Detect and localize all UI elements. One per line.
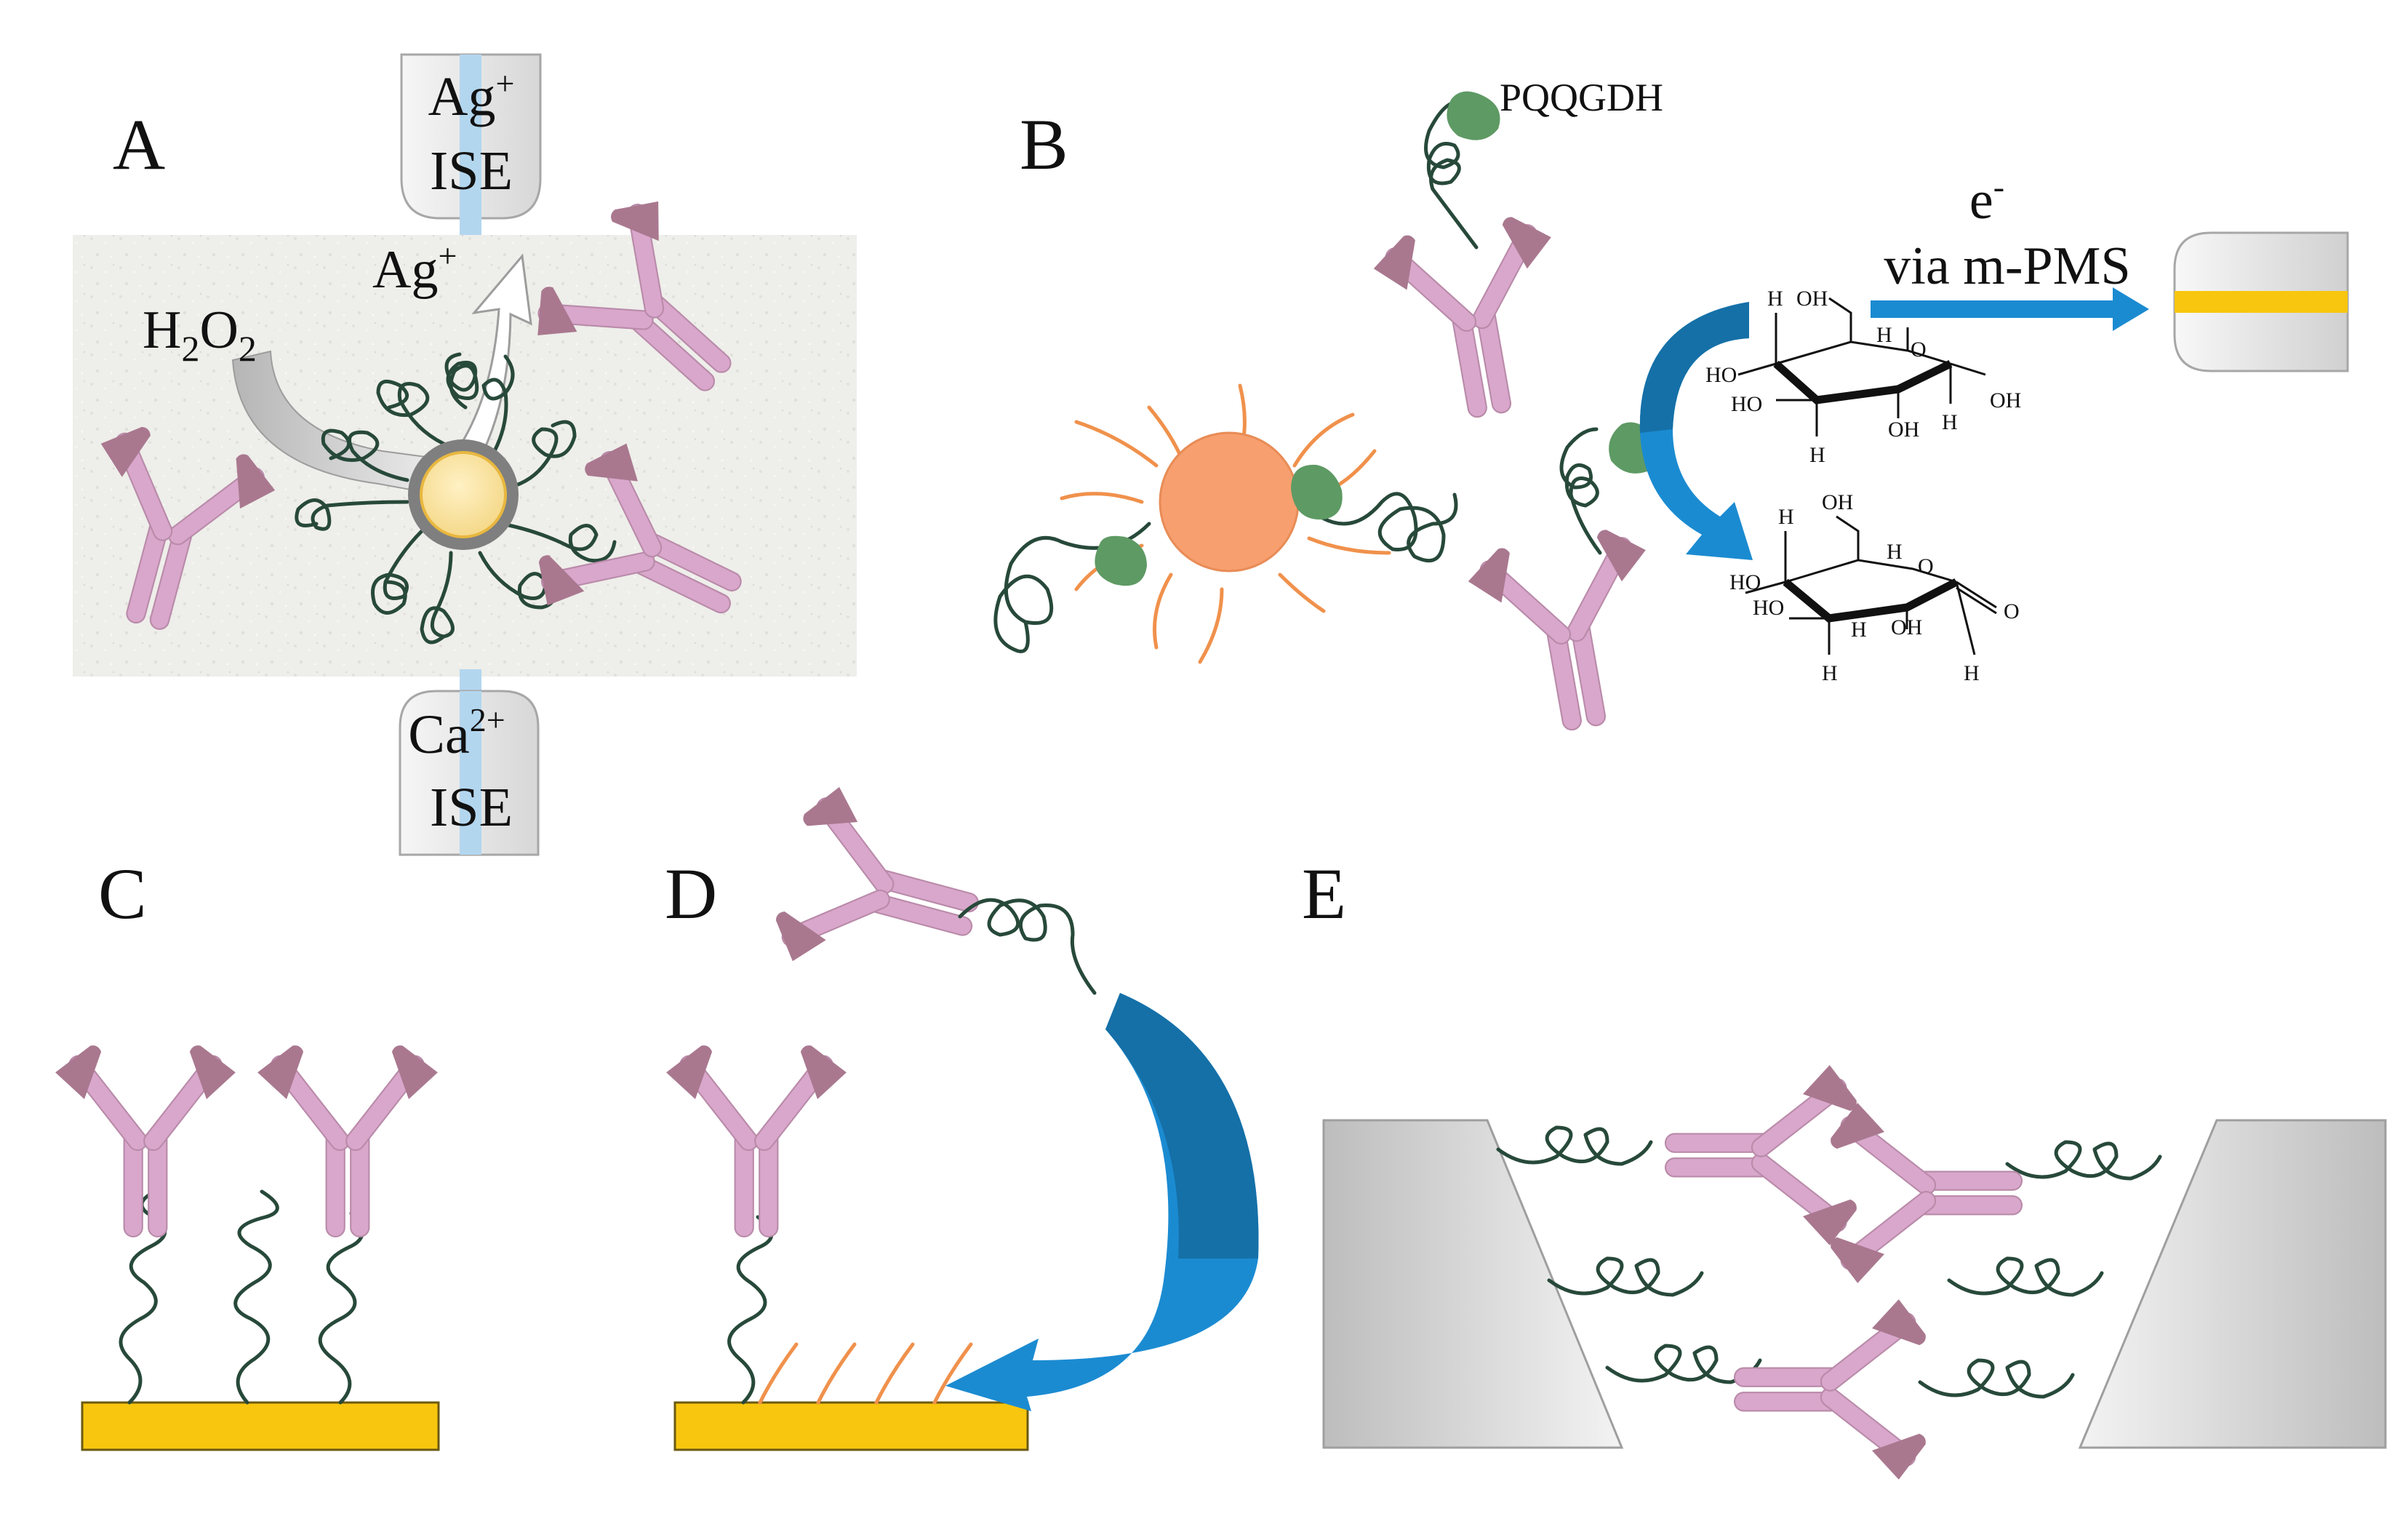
electron-label: e- bbox=[1969, 168, 2004, 231]
svg-text:H: H bbox=[1767, 287, 1783, 311]
svg-text:OH: OH bbox=[1891, 615, 1922, 639]
svg-text:O: O bbox=[2004, 599, 2020, 623]
aptamer-strands-a bbox=[295, 352, 617, 645]
ise-top-label: Ag+ bbox=[428, 65, 515, 127]
svg-text:HO: HO bbox=[1729, 570, 1761, 594]
aptamer-b-left bbox=[993, 522, 1151, 653]
gold-strip-electrode bbox=[2173, 231, 2349, 372]
svg-text:HO: HO bbox=[1731, 392, 1762, 416]
glucose-structure: H OH HO HO H H O OH H OH bbox=[1705, 287, 2021, 467]
gluconolactone-structure: H OH HO HO H H O OH H H O bbox=[1729, 490, 2020, 685]
svg-text:H: H bbox=[1822, 661, 1838, 685]
svg-text:O: O bbox=[1918, 554, 1934, 578]
antibody-d-bound bbox=[665, 1045, 847, 1238]
panel-b: PQQGDH e- via m-PMS bbox=[993, 76, 2349, 744]
ag-ise-electrode-top: Ag+ ISE bbox=[400, 53, 542, 235]
panel-label-a: A bbox=[113, 104, 165, 185]
svg-text:H: H bbox=[1851, 618, 1867, 642]
antibody-e-3 bbox=[1733, 1298, 1927, 1480]
panel-a: Ag+ ISE Ca2+ ISE H2O2 Ag+ bbox=[57, 53, 857, 856]
antibody-c-2 bbox=[257, 1045, 439, 1238]
aptamer-b-bottom bbox=[1559, 427, 1602, 555]
svg-text:H: H bbox=[1942, 410, 1958, 434]
ca-ise-electrode-bottom: Ca2+ ISE bbox=[399, 669, 540, 856]
electron-transfer-arrow bbox=[1871, 287, 2149, 331]
gold-electrode-c bbox=[81, 1401, 440, 1451]
antibody-c-1 bbox=[55, 1045, 236, 1238]
nanopore-wall-left bbox=[1322, 1119, 1624, 1449]
ise-bottom-label-2: ISE bbox=[430, 777, 513, 838]
svg-text:O: O bbox=[1911, 338, 1927, 362]
enzyme-pqqgdh-1 bbox=[1095, 535, 1147, 586]
ise-top-label-2: ISE bbox=[430, 140, 513, 202]
panel-label-e: E bbox=[1302, 853, 1346, 934]
panel-d bbox=[665, 779, 1259, 1451]
ag-ion-label: Ag+ bbox=[372, 237, 457, 300]
svg-text:H: H bbox=[1887, 540, 1903, 564]
nanopore-wall-right bbox=[2078, 1119, 2387, 1449]
gold-electrode-d bbox=[673, 1401, 1029, 1451]
mediator-label: via m-PMS bbox=[1884, 236, 2130, 296]
svg-text:OH: OH bbox=[1990, 388, 2021, 412]
svg-text:H: H bbox=[1809, 443, 1825, 467]
svg-text:H: H bbox=[1778, 505, 1794, 529]
displacement-arrow-dark bbox=[1105, 993, 1259, 1258]
svg-text:OH: OH bbox=[1822, 490, 1853, 514]
svg-text:HO: HO bbox=[1753, 596, 1784, 620]
panel-label-c: C bbox=[98, 853, 147, 934]
nanoparticle-core bbox=[420, 451, 507, 538]
svg-text:OH: OH bbox=[1888, 418, 1919, 442]
antibody-e-2 bbox=[1830, 1102, 2023, 1284]
panel-label-d: D bbox=[665, 853, 717, 934]
svg-text:H: H bbox=[1876, 323, 1892, 347]
enzyme-label: PQQGDH bbox=[1500, 76, 1663, 119]
svg-text:HO: HO bbox=[1705, 363, 1737, 387]
antibody-d-released bbox=[765, 779, 999, 1005]
enzyme-reaction-arrow-dark bbox=[1639, 302, 1749, 433]
h2o2-label: H2O2 bbox=[143, 300, 257, 369]
panel-e bbox=[1322, 1064, 2387, 1480]
panel-label-b: B bbox=[1020, 104, 1068, 185]
ise-bottom-label: Ca2+ bbox=[408, 701, 505, 765]
enzyme-pqqgdh-top bbox=[1447, 91, 1500, 140]
svg-text:H: H bbox=[1964, 661, 1980, 685]
svg-text:OH: OH bbox=[1796, 287, 1828, 311]
enzyme-pqqgdh-2 bbox=[1291, 464, 1343, 520]
aptamer-b-top bbox=[1424, 100, 1479, 250]
antibody-b-bottom bbox=[1463, 522, 1676, 744]
panel-c bbox=[55, 1045, 440, 1451]
antibody-e-1 bbox=[1664, 1064, 1857, 1246]
aptamer-b-right bbox=[1300, 492, 1458, 563]
orange-nanoparticle bbox=[1159, 431, 1300, 573]
